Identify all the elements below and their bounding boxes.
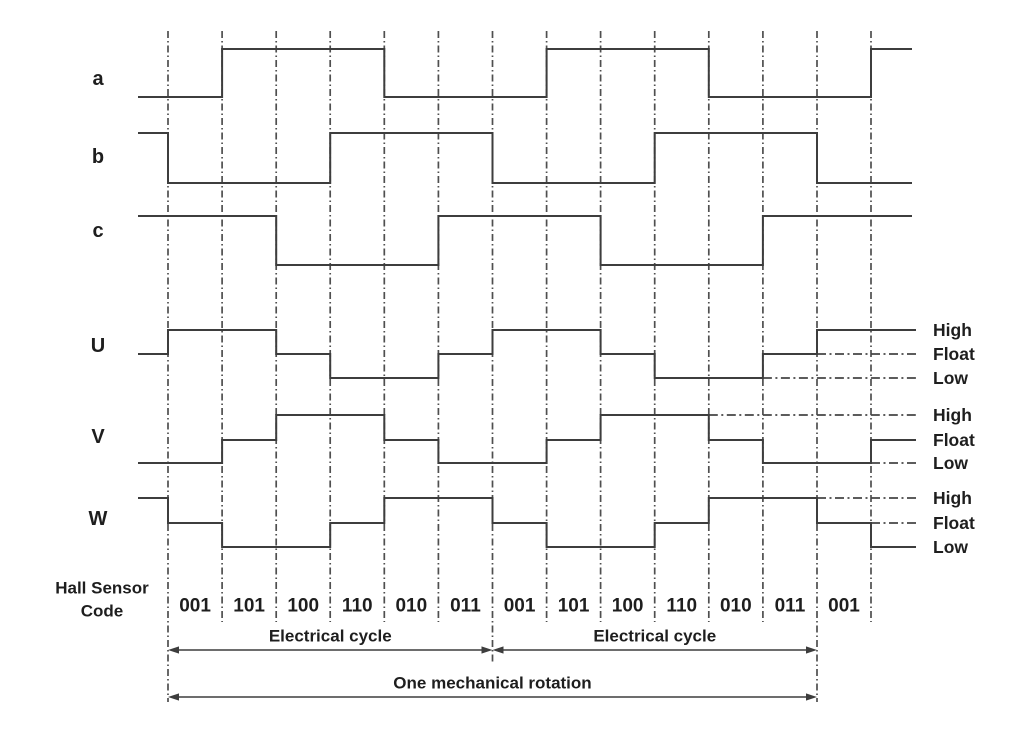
waveform-phase-V <box>138 414 912 464</box>
hall-code-value: 011 <box>775 596 806 617</box>
mechanical-rotation-label: One mechanical rotation <box>393 674 591 693</box>
hall-code-value: 001 <box>828 596 860 617</box>
level-label-W-float: Float <box>933 513 975 533</box>
signal-label-a: a <box>92 68 104 90</box>
hall-code-value: 010 <box>395 596 427 617</box>
signal-label-U: U <box>91 335 105 357</box>
signal-label-c: c <box>92 220 103 242</box>
electrical-cycle-span-1-arrowhead-left <box>168 646 179 654</box>
signal-label-V: V <box>91 426 105 448</box>
mechanical-rotation-span-arrowhead-left <box>168 693 179 701</box>
waveform-phase-U <box>138 329 912 379</box>
hall-code-value: 010 <box>720 596 752 617</box>
hall-sensor-code-label-line1: Hall Sensor <box>55 579 149 598</box>
hall-code-value: 001 <box>504 596 536 617</box>
hall-sensor-code-label-line2: Code <box>81 602 124 621</box>
waveform-hall-c <box>138 215 912 266</box>
signal-label-b: b <box>92 146 104 168</box>
hall-code-value: 110 <box>342 596 373 617</box>
level-label-V-float: Float <box>933 430 975 450</box>
signal-label-W: W <box>89 508 108 530</box>
level-label-W-low: Low <box>933 537 968 557</box>
hall-code-value: 011 <box>450 596 481 617</box>
level-label-U-float: Float <box>933 344 975 364</box>
waveform-hall-a <box>138 48 912 98</box>
hall-code-value: 101 <box>233 596 265 617</box>
level-label-V-low: Low <box>933 453 968 473</box>
hall-code-value: 100 <box>612 596 644 617</box>
electrical-cycle-span-2-arrowhead-left <box>492 646 504 654</box>
electrical-cycle-span-2-arrowhead-right <box>806 646 817 654</box>
level-label-U-low: Low <box>933 368 968 388</box>
level-label-W-high: High <box>933 488 972 508</box>
hall-code-value: 100 <box>287 596 319 617</box>
level-label-U-high: High <box>933 320 972 340</box>
electrical-cycle-label: Electrical cycle <box>269 627 392 646</box>
electrical-cycle-label: Electrical cycle <box>593 627 716 646</box>
electrical-cycle-span-1-arrowhead-right <box>481 646 493 654</box>
waveform-phase-W <box>138 497 912 548</box>
hall-code-value: 001 <box>179 596 211 617</box>
waveform-hall-b <box>138 132 912 184</box>
hall-code-value: 101 <box>558 596 590 617</box>
mechanical-rotation-span-arrowhead-right <box>806 693 817 701</box>
hall-code-value: 110 <box>666 596 697 617</box>
level-label-V-high: High <box>933 405 972 425</box>
